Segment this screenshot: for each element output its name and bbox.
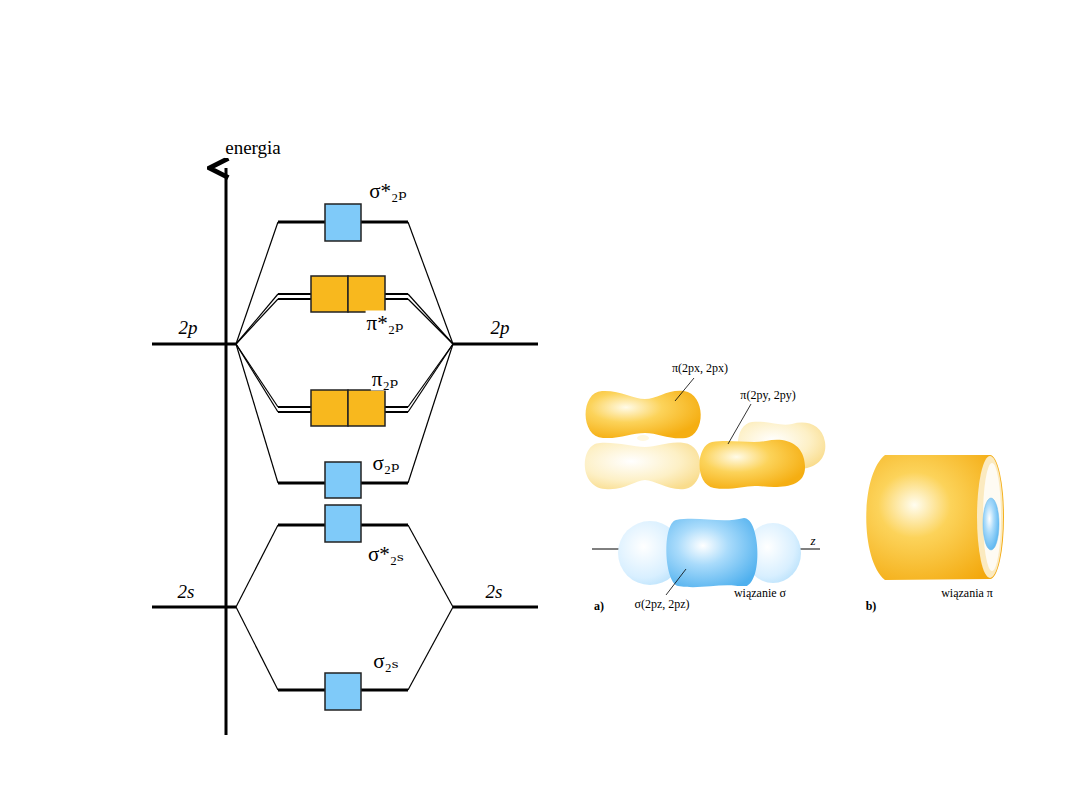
cylinder-end <box>977 456 1003 578</box>
orbital-label-holder: π₂ₚ <box>371 367 399 392</box>
orbital-label: π₂ₚ <box>371 367 399 391</box>
orbital-label: σ₂ₚ <box>371 451 400 475</box>
orbital-label-holder: σ₂ₛ <box>372 649 400 674</box>
orbital-box <box>311 390 348 426</box>
axis-label-holder: z <box>809 531 816 549</box>
correlation-line <box>408 344 453 412</box>
correlation-line <box>236 525 278 607</box>
cylinder-body <box>866 455 1004 580</box>
correlation-line <box>236 294 278 344</box>
molecular-levels <box>278 222 408 690</box>
level-2s-right <box>453 606 538 609</box>
correlation-lines <box>236 222 453 690</box>
level-label: 2p <box>178 317 199 338</box>
pi-bond-cylinder <box>866 455 1004 580</box>
level-label-holder: 2s <box>177 581 196 603</box>
orbital-label-holder: σ*₂ₚ <box>368 179 408 204</box>
panel-letter-holder: a) <box>593 596 605 614</box>
axis-label: z <box>809 533 816 548</box>
orbital-name-holder: σ(2pz, 2pz) <box>633 594 690 612</box>
correlation-line <box>236 607 278 690</box>
orbital-label-holder: σ₂ₚ <box>371 451 400 476</box>
level-label-holder: 2p <box>490 317 511 339</box>
orbital-lobe <box>585 443 701 490</box>
panel-letter: a) <box>593 599 605 613</box>
level-2p-left <box>152 343 236 346</box>
orbital-box <box>325 505 361 542</box>
orbital-label-holder: π*₂ₚ <box>366 311 405 336</box>
sigma-core <box>983 498 999 550</box>
pi-y-orbital <box>700 422 826 489</box>
correlation-line <box>236 344 278 483</box>
correlation-line <box>408 607 453 690</box>
pi-x-orbital <box>585 391 701 490</box>
orbital-lobe <box>586 391 701 439</box>
orbital-box <box>325 462 361 498</box>
level-2s-left <box>152 606 236 609</box>
orbital-label: σ*₂ₚ <box>368 179 408 203</box>
bond-name-holder: wiązania π <box>940 583 994 601</box>
correlation-line <box>408 299 453 344</box>
bond-name: wiązania π <box>940 586 994 600</box>
level-label: 2s <box>177 581 196 602</box>
level-label: 2s <box>485 581 504 602</box>
orbital-label: π*₂ₚ <box>366 311 405 335</box>
orbital-lobe <box>700 440 806 489</box>
atomic-levels <box>152 344 538 607</box>
bond-name: wiązanie σ <box>733 586 787 600</box>
leader-lines <box>666 378 751 595</box>
sigma-orbital <box>592 518 820 587</box>
orbital-box <box>348 390 385 426</box>
cylinder-inner <box>983 463 1001 571</box>
leader-line <box>675 378 694 401</box>
bond-name-holder: wiązanie σ <box>733 583 787 601</box>
orbital-box <box>325 204 361 241</box>
correlation-line <box>408 344 453 483</box>
correlation-line <box>236 344 278 412</box>
energy-axis <box>225 168 228 735</box>
orbital-label-holder: σ*₂ₛ <box>367 542 405 567</box>
level-label-holder: 2s <box>485 581 504 603</box>
orbital-box <box>325 673 361 710</box>
orbital-box <box>348 276 385 312</box>
level-2p-right <box>453 343 538 346</box>
correlation-line <box>408 222 453 344</box>
axis-label-holder: energia <box>224 137 282 159</box>
correlation-line <box>408 294 453 344</box>
orbital-name-holder: π(2py, 2py) <box>739 385 796 403</box>
orbital-node <box>637 435 649 441</box>
correlation-line <box>236 222 278 344</box>
orbital-name: π(2px, 2px) <box>671 361 729 375</box>
panel-letter: b) <box>865 599 878 613</box>
leader-line <box>666 569 686 595</box>
leader-line <box>728 404 751 444</box>
level-label-holder: 2p <box>178 317 199 339</box>
orbital-label: σ₂ₛ <box>372 649 400 673</box>
orbital-box <box>311 276 348 312</box>
orbital-name: π(2py, 2py) <box>739 388 796 402</box>
panel-letter-holder: b) <box>865 596 878 614</box>
correlation-line <box>236 299 278 344</box>
orbital-label: σ*₂ₛ <box>367 542 405 566</box>
orbital-name: σ(2pz, 2pz) <box>633 597 690 611</box>
correlation-line <box>408 525 453 607</box>
axis-label: energia <box>224 137 282 158</box>
orbital-name-holder: π(2px, 2px) <box>671 358 729 376</box>
level-label: 2p <box>490 317 511 338</box>
